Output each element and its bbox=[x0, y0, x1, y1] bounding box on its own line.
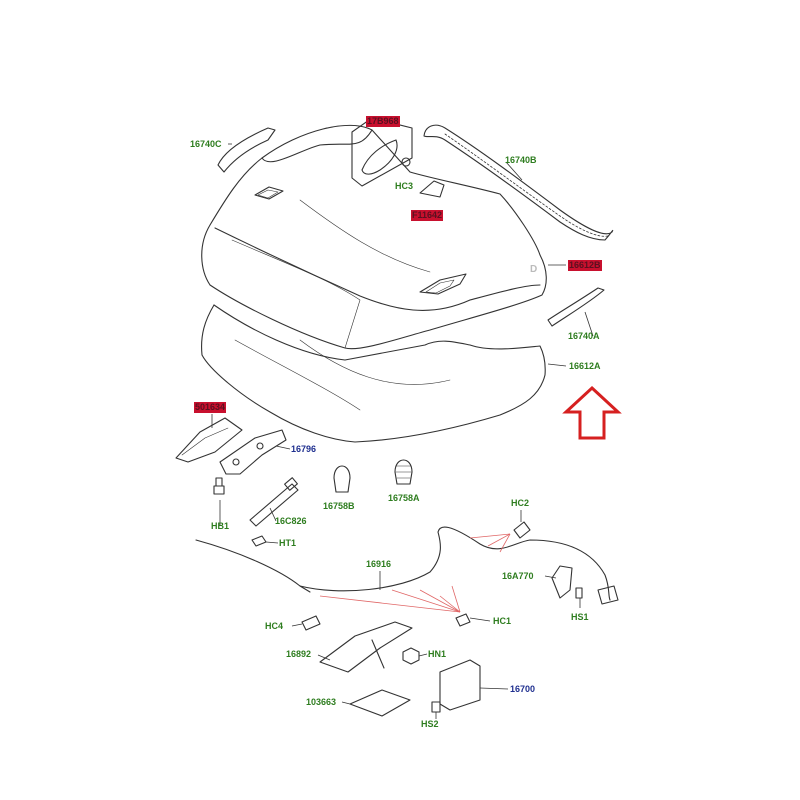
label-16740A: 16740A bbox=[568, 331, 600, 341]
part-HS2 bbox=[431, 701, 441, 713]
label-16758A: 16758A bbox=[388, 493, 420, 503]
bonnet-lower-panel bbox=[201, 304, 546, 443]
label-HC1: HC1 bbox=[493, 616, 512, 626]
part-HN1 bbox=[402, 647, 420, 665]
label-HS2: HS2 bbox=[421, 719, 439, 729]
label-16A770: 16A770 bbox=[502, 571, 534, 581]
part-16796-hinge bbox=[219, 429, 287, 475]
label-HC2: HC2 bbox=[511, 498, 530, 508]
label-17B968: 17B968 bbox=[366, 116, 400, 127]
part-HT1 bbox=[251, 535, 267, 547]
part-16740A-strip bbox=[547, 287, 605, 327]
part-16740C bbox=[217, 127, 276, 173]
part-16A770 bbox=[551, 565, 573, 599]
label-16916: 16916 bbox=[366, 559, 392, 569]
label-16796: 16796 bbox=[291, 444, 317, 454]
label-103663: 103663 bbox=[306, 697, 337, 707]
label-16758B: 16758B bbox=[323, 501, 355, 511]
label-16612B: 16612B bbox=[568, 260, 602, 271]
marker-D: D bbox=[530, 264, 537, 275]
up-arrow bbox=[562, 385, 622, 440]
part-HC4 bbox=[301, 615, 321, 631]
part-16740B-seal bbox=[423, 124, 614, 241]
part-16700-latch bbox=[439, 659, 481, 711]
label-HB1: HB1 bbox=[211, 521, 230, 531]
part-501634-bracket bbox=[175, 417, 243, 463]
label-16700: 16700 bbox=[510, 684, 536, 694]
label-HT1: HT1 bbox=[279, 538, 297, 548]
part-HC1 bbox=[455, 613, 471, 627]
part-HS1 bbox=[575, 587, 583, 599]
part-16892-bracket bbox=[319, 621, 413, 673]
label-16740B: 16740B bbox=[505, 155, 537, 165]
part-F11642 bbox=[419, 180, 445, 198]
part-HC2 bbox=[513, 521, 531, 539]
label-16740C: 16740C bbox=[190, 139, 222, 149]
label-501634: 501634 bbox=[194, 402, 227, 413]
clip-leader-lines bbox=[319, 533, 511, 613]
bonnet-upper-panel bbox=[201, 124, 547, 350]
label-F11642: F11642 bbox=[411, 210, 444, 221]
label-HN1: HN1 bbox=[428, 649, 447, 659]
label-HC3: HC3 bbox=[395, 181, 414, 191]
label-HS1: HS1 bbox=[571, 612, 589, 622]
part-17B968-inset bbox=[351, 117, 413, 187]
part-HB1-bolt bbox=[213, 477, 225, 495]
label-16892: 16892 bbox=[286, 649, 312, 659]
part-16C826-strut bbox=[249, 483, 299, 527]
part-16758B bbox=[333, 465, 351, 493]
label-16612A: 16612A bbox=[569, 361, 601, 371]
label-16C826: 16C826 bbox=[275, 516, 307, 526]
label-HC4: HC4 bbox=[265, 621, 284, 631]
part-103663-plate bbox=[349, 689, 411, 717]
leader-lines bbox=[211, 143, 594, 719]
